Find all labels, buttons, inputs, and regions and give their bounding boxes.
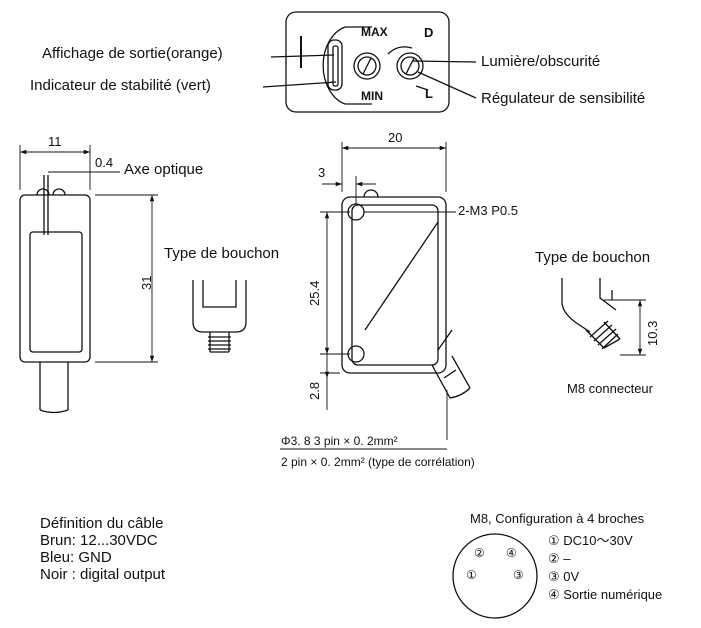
m8-pin1: ① DC10～30V xyxy=(548,533,633,548)
cable-spec-line1: Φ3. 8 3 pin × 0. 2mm² xyxy=(281,434,398,448)
plug-type-left xyxy=(192,280,247,353)
plug-type-right xyxy=(561,278,621,350)
dim-height-31: 31 xyxy=(139,275,154,290)
m8-circle-pin4: ④ xyxy=(506,546,517,560)
side-view xyxy=(19,175,91,414)
stability-indicator-label: Indicateur de stabilité (vert) xyxy=(30,77,211,94)
front-view xyxy=(341,189,471,399)
optical-axis-label: Axe optique xyxy=(124,161,204,178)
dim-width-20: 20 xyxy=(388,130,403,145)
dim-offset-3: 3 xyxy=(318,165,326,180)
m8-pin3: ③ 0V xyxy=(548,569,580,584)
dim-hole-spacing: 25.4 xyxy=(307,280,322,306)
cable-spec-line2: 2 pin × 0. 2mm² (type de corrélation) xyxy=(281,455,475,469)
m8-circle-pin1: ① xyxy=(466,568,477,582)
m8-pin2: ② – xyxy=(548,551,571,566)
m8-circle-pin2: ② xyxy=(474,546,485,560)
m8-pinout-title: M8, Configuration à 4 broches xyxy=(470,511,645,526)
m8-pin4: ④ Sortie numérique xyxy=(548,587,663,602)
cable-black: Noir : digital output xyxy=(40,566,166,583)
m8-pin-circle xyxy=(452,533,538,619)
dim-bottom-28: 2.8 xyxy=(307,381,322,400)
cable-blue: Bleu: GND xyxy=(40,549,112,566)
plug-type-left-label: Type de bouchon xyxy=(164,245,280,262)
m8-connector-label: M8 connecteur xyxy=(567,381,653,396)
dim-connector-103: 10.3 xyxy=(645,320,660,346)
sensor-panel xyxy=(285,11,450,113)
dim-width-11: 11 xyxy=(48,134,62,149)
panel-l-label: L xyxy=(425,86,433,101)
plug-type-right-label: Type de bouchon xyxy=(535,249,651,266)
m8-pin-list: ① DC10～30V ② – ③ 0V ④ Sortie numérique xyxy=(548,532,662,604)
sensitivity-adjuster-label: Régulateur de sensibilité xyxy=(481,90,646,107)
light-dark-label: Lumière/obscurité xyxy=(481,53,601,70)
m8-circle-pin3: ③ xyxy=(513,568,524,582)
thread-note-label: 2-M3 P0.5 xyxy=(458,203,518,218)
cable-definition: Définition du câble Brun: 12...30VDC Ble… xyxy=(40,515,165,583)
output-display-label: Affichage de sortie(orange) xyxy=(42,45,223,62)
dim-offset-04: 0.4 xyxy=(95,155,114,170)
panel-d-label: D xyxy=(424,25,434,40)
cable-brown: Brun: 12...30VDC xyxy=(40,532,158,549)
cable-definition-title: Définition du câble xyxy=(40,515,164,532)
panel-min-label: MIN xyxy=(361,89,383,103)
panel-max-label: MAX xyxy=(361,25,388,39)
